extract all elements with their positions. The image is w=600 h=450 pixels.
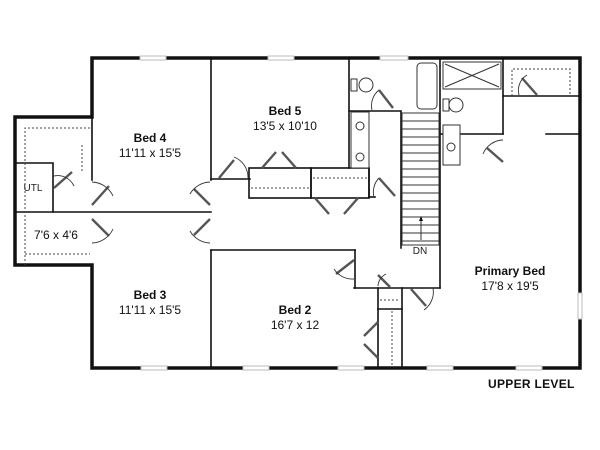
door[interactable] [377, 273, 391, 288]
toilet-icon [442, 97, 464, 113]
room-name-bed4: Bed 4 [134, 131, 167, 145]
door[interactable] [261, 151, 297, 169]
door[interactable] [91, 218, 114, 244]
door[interactable] [517, 74, 538, 96]
door[interactable] [371, 89, 394, 111]
room-dims-bed5: 13'5 x 10'10 [253, 119, 317, 133]
room-name-bed2: Bed 2 [279, 303, 312, 317]
sink-icon [446, 142, 456, 152]
room-name-bed5: Bed 5 [269, 104, 302, 118]
shower-icon [442, 61, 502, 90]
arrow-up-icon [419, 216, 423, 221]
staircase [401, 112, 440, 246]
fixtures [350, 61, 502, 169]
windows [139, 55, 583, 371]
door[interactable] [410, 287, 434, 311]
stair-label: DN [413, 246, 427, 257]
door[interactable] [314, 197, 359, 215]
doors [53, 74, 538, 359]
room-dims-primary: 17'8 x 19'5 [481, 279, 539, 293]
exterior-walls [13, 56, 582, 370]
door[interactable] [333, 259, 355, 280]
room-dims-storage: 7'6 x 4'6 [34, 228, 78, 242]
door[interactable] [189, 181, 211, 206]
room-labels: Bed 4 11'11 x 15'5 Bed 5 13'5 x 10'10 Be… [24, 104, 575, 391]
door[interactable] [372, 177, 396, 198]
door[interactable] [189, 218, 211, 244]
room-dims-bed3: 11'11 x 15'5 [119, 303, 182, 317]
toilet-icon [350, 77, 374, 93]
interior-walls [14, 57, 581, 369]
door[interactable] [363, 321, 379, 359]
door[interactable] [53, 171, 75, 189]
sink-icon [355, 121, 365, 131]
room-name-utl: UTL [24, 183, 43, 194]
door[interactable] [218, 156, 249, 179]
bathtub-icon [416, 62, 438, 110]
door[interactable] [482, 139, 504, 163]
room-dims-bed2: 16'7 x 12 [271, 318, 320, 332]
door[interactable] [91, 181, 114, 206]
room-name-bed3: Bed 3 [134, 288, 167, 302]
room-dims-bed4: 11'11 x 15'5 [119, 146, 182, 160]
sink-icon [355, 152, 365, 162]
room-name-primary: Primary Bed [475, 264, 546, 278]
level-label: UPPER LEVEL [488, 377, 575, 391]
shelves [24, 68, 571, 265]
